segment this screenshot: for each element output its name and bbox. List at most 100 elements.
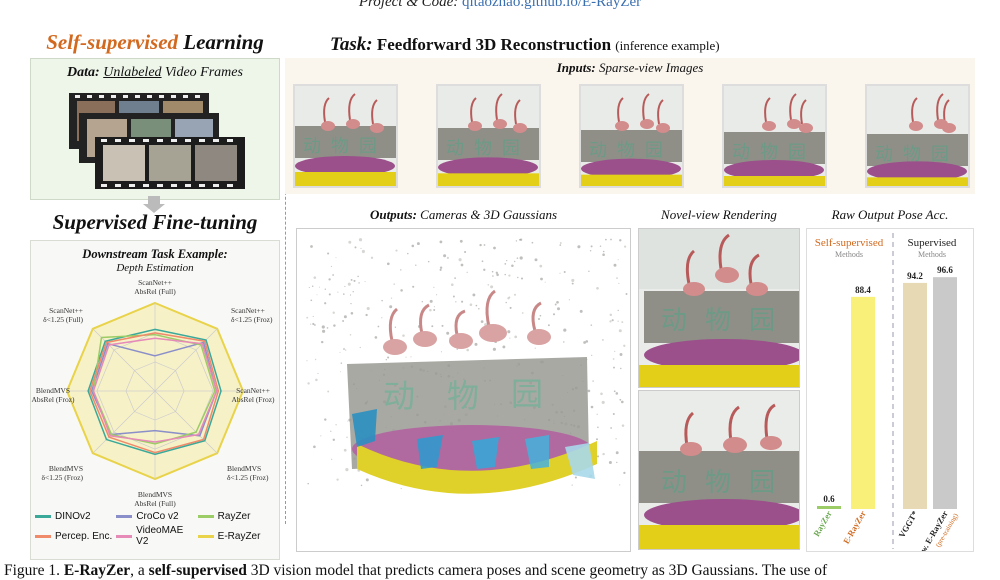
- svg-text:动: 动: [661, 306, 687, 335]
- legend-swatch: [197, 534, 214, 538]
- pose-chart-panel: Self-supervised Methods Supervised Metho…: [806, 228, 974, 552]
- pose-acc-label: Raw Output Pose Acc.: [831, 207, 949, 222]
- svg-text:物: 物: [447, 378, 479, 414]
- svg-text:动: 动: [875, 144, 893, 164]
- svg-text:园: 园: [511, 376, 543, 412]
- svg-text:动: 动: [661, 468, 687, 497]
- figure-caption: Figure 1. E-RayZer, a self-supervised 3D…: [4, 562, 828, 579]
- video-frames-illustration: [69, 93, 245, 189]
- input-image-1: 动 物 园: [293, 84, 398, 188]
- group-self-sub: Methods: [835, 250, 863, 259]
- pose-bar: [903, 282, 927, 509]
- data-box: Data: Unlabeled Video Frames: [30, 58, 280, 200]
- gaussian-panel: 动 物 园: [296, 228, 631, 552]
- dashed-separator: [285, 72, 296, 524]
- radar-series-croco-v2: [90, 341, 218, 437]
- legend-swatch: [35, 534, 51, 538]
- pose-bar-value: 88.4: [855, 285, 871, 295]
- legend-label: Percep. Enc.: [55, 530, 113, 542]
- legend-label: VideoMAE V2: [136, 525, 184, 547]
- pose-bar: [851, 296, 875, 509]
- legend-swatch: [116, 534, 133, 538]
- pose-bar-value: 94.2: [907, 271, 923, 281]
- svg-text:物: 物: [705, 306, 731, 335]
- pose-bar-chart: Self-supervised Methods Supervised Metho…: [811, 233, 960, 551]
- radar-series-videomae-v2: [92, 337, 218, 443]
- legend-item: RayZer: [197, 511, 279, 522]
- svg-text:物: 物: [760, 142, 778, 162]
- input-image-4: 动 物 园: [722, 84, 827, 188]
- input-image-3: 动 物 园: [579, 84, 684, 188]
- group-sup-sub: Methods: [918, 250, 946, 259]
- input-image-4-graphic: 动 物 园: [724, 86, 825, 186]
- svg-text:园: 园: [502, 138, 520, 158]
- input-image-1-graphic: 动 物 园: [295, 86, 396, 186]
- pose-bar-label: RayZer: [811, 509, 834, 538]
- project-link[interactable]: qitaozhao.github.io/E-RayZer: [462, 0, 642, 10]
- pose-bar: [817, 506, 841, 509]
- legend-label: RayZer: [217, 511, 251, 522]
- legend-swatch: [197, 515, 214, 518]
- radar-axis-label: ScanNet++AbsRel (Froz): [231, 386, 275, 404]
- svg-text:园: 园: [359, 136, 377, 156]
- svg-text:动: 动: [446, 138, 464, 158]
- radar-axis-label: ScanNet++AbsRel (Full): [134, 278, 176, 296]
- gaussian-splat-illustration: 动 物 园: [306, 238, 628, 494]
- inputs-label: Inputs: Sparse-view Images: [556, 60, 704, 75]
- legend-swatch: [35, 515, 51, 518]
- svg-text:园: 园: [931, 144, 949, 164]
- radar-axis-label: ScanNet++δ<1.25 (Full): [43, 306, 83, 324]
- downstream-sub: Depth Estimation: [116, 262, 194, 274]
- pose-bar-value: 96.6: [937, 265, 953, 275]
- legend-item: CroCo v2: [116, 511, 197, 522]
- data-label: Data: Unlabeled Video Frames: [67, 65, 243, 80]
- novel-view-2-image: 动 物 园: [639, 391, 799, 549]
- input-image-2: 动 物 园: [436, 84, 541, 188]
- pose-bar-label: VGGT*: [896, 509, 919, 539]
- group-self-label: Self-supervised: [815, 237, 884, 249]
- film-strip-front: [95, 137, 245, 189]
- radar-box: Downstream Task Example: Depth Estimatio…: [30, 240, 280, 560]
- legend-item: DINOv2: [35, 511, 116, 522]
- radar-series-percep-enc-: [89, 332, 220, 454]
- novel-view-1: 动 物 园: [638, 228, 800, 388]
- svg-text:动: 动: [383, 378, 415, 414]
- input-image-5-graphic: 动 物 园: [867, 86, 968, 186]
- pose-bar: [933, 277, 957, 509]
- finetune-title: Supervised Fine-tuning: [52, 210, 258, 234]
- project-line: Project & Code: qitaozhao.github.io/E-Ra…: [0, 0, 1000, 11]
- outputs-label: Outputs: Cameras & 3D Gaussians: [369, 207, 558, 222]
- legend-label: CroCo v2: [136, 511, 179, 522]
- novel-view-label: Novel-view Rendering: [661, 207, 777, 222]
- novel-view-2: 动 物 园: [638, 390, 800, 550]
- svg-text:动: 动: [589, 140, 607, 160]
- camera-frustums: [352, 409, 595, 479]
- svg-text:物: 物: [331, 136, 349, 156]
- legend-item: E-RayZer: [197, 525, 279, 547]
- legend-item: VideoMAE V2: [116, 525, 197, 547]
- legend-label: E-RayZer: [217, 530, 261, 542]
- legend-item: Percep. Enc.: [35, 525, 116, 547]
- down-arrow-icon: [143, 196, 165, 213]
- input-image-3-graphic: 动 物 园: [581, 86, 682, 186]
- input-image-5: 动 物 园: [865, 84, 970, 188]
- task-title: Task: Feedforward 3D Reconstruction (inf…: [330, 34, 720, 55]
- svg-text:园: 园: [749, 306, 775, 335]
- radar-series-dinov2: [87, 328, 222, 456]
- legend-swatch: [116, 515, 133, 518]
- downstream-title: Downstream Task Example:: [82, 247, 228, 261]
- pose-bar-value: 0.6: [823, 494, 835, 504]
- svg-text:物: 物: [474, 138, 492, 158]
- novel-view-1-image: 动 物 园: [639, 229, 799, 387]
- self-supervised-title: Self-supervised Learning: [46, 30, 264, 54]
- radar-axis-label: ScanNet++δ<1.25 (Froz): [231, 306, 273, 324]
- svg-text:物: 物: [705, 468, 731, 497]
- pose-bar-label: E-RayZer: [841, 509, 868, 546]
- group-sup-label: Supervised: [908, 237, 957, 249]
- legend-label: DINOv2: [55, 511, 91, 522]
